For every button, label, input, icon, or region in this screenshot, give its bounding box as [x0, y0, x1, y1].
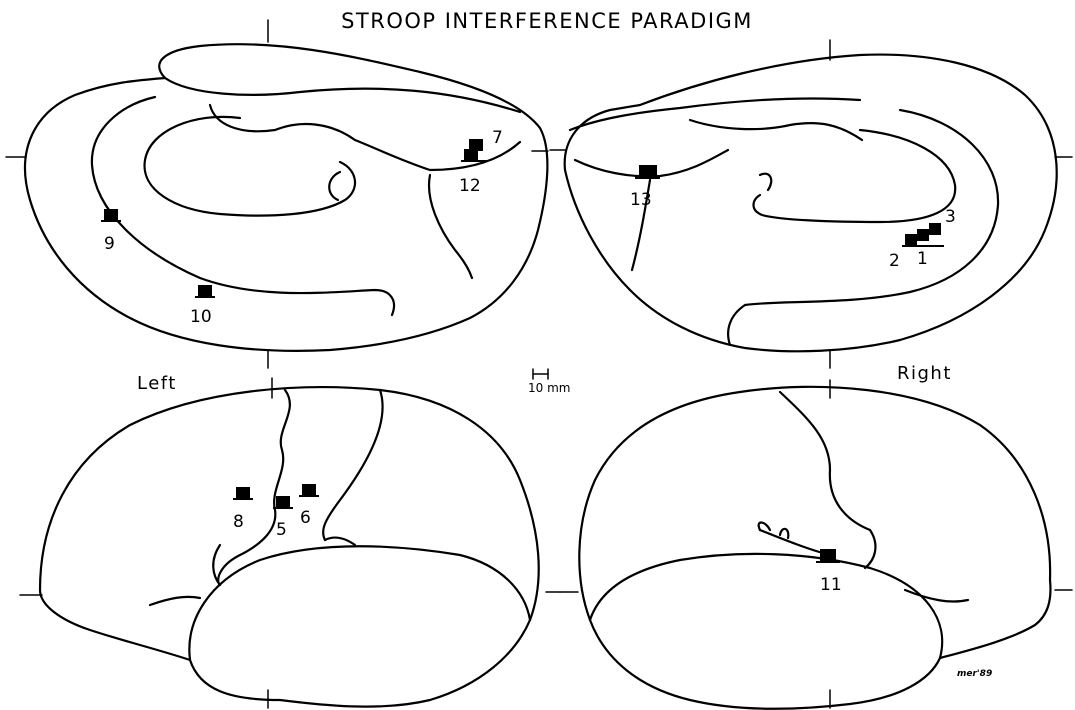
left-medial-view: [25, 44, 547, 351]
site-label-1: 1: [917, 249, 928, 269]
right-lateral-outline: [579, 387, 1050, 709]
activation-marker-9: [104, 209, 118, 221]
site-label-6: 6: [300, 508, 311, 528]
site-label-10: 10: [190, 307, 212, 327]
right-lateral-frontal-sulcus: [905, 590, 968, 602]
right-hemisphere-label: Right: [897, 363, 952, 384]
left-lateral-postcentral: [323, 390, 382, 540]
site-label-13: 13: [630, 190, 652, 210]
site-label-5: 5: [276, 520, 287, 540]
site-label-11: 11: [820, 575, 842, 595]
site-label-7: 7: [492, 128, 503, 148]
activation-marker-3: [929, 223, 941, 235]
right-lateral-view: [579, 387, 1050, 709]
right-medial-callosum: [690, 120, 862, 140]
left-lateral-sylvian-branch: [325, 538, 355, 545]
right-medial-cingulate-outer: [728, 110, 998, 345]
left-lateral-temporal-lobe: [189, 546, 530, 660]
activation-marker-10: [198, 285, 212, 297]
right-lateral-sylvian-fissure: [760, 530, 830, 555]
left-lateral-central-sulcus: [218, 390, 290, 585]
site-label-9: 9: [104, 234, 115, 254]
left-lateral-frontal-sulcus: [150, 597, 200, 605]
left-lateral-outline: [40, 387, 539, 706]
right-medial-cingulate-inner: [754, 130, 956, 222]
activation-marker-5: [276, 496, 290, 508]
activation-marker-13: [639, 165, 657, 178]
artist-signature: mer'89: [957, 669, 992, 679]
activation-marker-1: [917, 229, 929, 241]
activation-sites: 9 10 7 12 13 3 2 1 8 5 6: [101, 128, 956, 595]
site-label-8: 8: [233, 512, 244, 532]
left-lateral-view: [40, 387, 539, 706]
activation-marker-6: [302, 484, 316, 496]
right-lateral-temporal-lobe: [590, 554, 942, 658]
figure-title: STROOP INTERFERENCE PARADIGM: [341, 9, 753, 33]
left-medial-small-sulcus: [329, 172, 340, 200]
scale-bar-label: 10 mm: [528, 381, 570, 395]
site-label-12: 12: [459, 176, 481, 196]
left-medial-upper-gyrus: [165, 78, 520, 112]
site-label-2: 2: [889, 251, 900, 271]
activation-marker-11: [820, 549, 836, 562]
right-lateral-precentral-fold: [865, 530, 875, 568]
activation-marker-2: [905, 234, 917, 246]
site-label-3: 3: [945, 207, 956, 227]
right-medial-small-sulcus: [760, 174, 771, 190]
activation-marker-12: [464, 149, 478, 161]
left-medial-outline: [25, 44, 547, 351]
scale-bar: 10 mm: [528, 369, 570, 395]
right-lateral-central-sulcus: [780, 392, 870, 530]
left-hemisphere-label: Left: [137, 373, 177, 394]
left-medial-callosum: [210, 105, 355, 140]
activation-marker-8: [236, 487, 250, 499]
